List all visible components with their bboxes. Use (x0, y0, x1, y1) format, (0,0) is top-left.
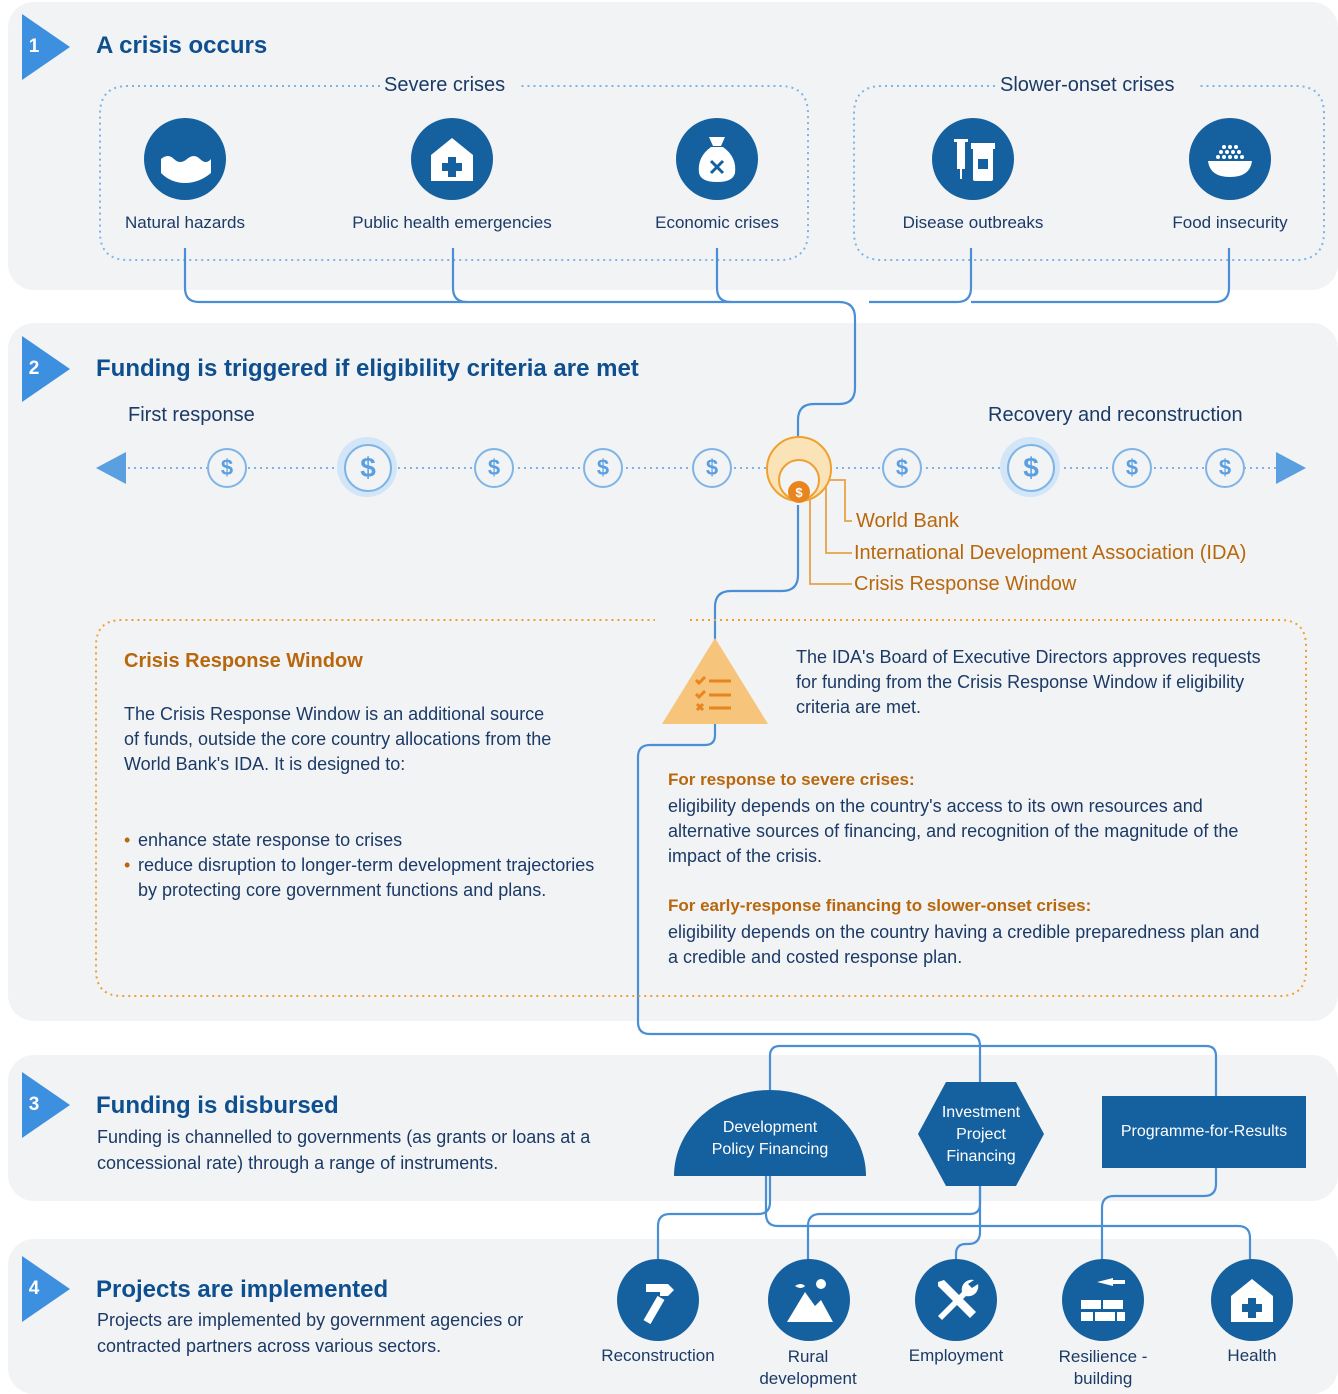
coin-icon: $ (474, 448, 514, 488)
mountain-icon (768, 1259, 850, 1341)
step3-number: 3 (28, 1094, 40, 1115)
coin-icon: $ (344, 444, 392, 492)
step1-title: A crisis occurs (96, 32, 268, 59)
step2-number: 2 (28, 358, 40, 379)
economic-crises-label: Economic crises (655, 213, 779, 232)
coin-icon: $ (1205, 448, 1245, 488)
timeline-left-arrow (96, 452, 126, 484)
water-waves-icon (144, 118, 226, 200)
svg-text:$: $ (795, 485, 803, 500)
step4-number: 4 (28, 1278, 40, 1299)
early-criteria-heading: For early-response financing to slower-o… (668, 896, 1092, 915)
crw-nested-coin-icon: $ (766, 436, 832, 503)
ipf-shape (918, 1082, 1044, 1186)
legend-ida: International Development Association (I… (854, 542, 1247, 564)
step2-panel (8, 323, 1338, 1021)
timeline-right-arrow (1276, 452, 1306, 484)
recovery-label: Recovery and reconstruction (988, 404, 1243, 426)
syringe-medicine-icon (932, 118, 1014, 200)
disease-outbreaks-label: Disease outbreaks (902, 213, 1044, 232)
health-label: Health (1227, 1346, 1277, 1365)
legend-crw: Crisis Response Window (854, 573, 1077, 595)
step2-flag (22, 336, 70, 402)
step1-panel (8, 2, 1338, 290)
employment-label: Employment (908, 1346, 1004, 1365)
coin-icon: $ (692, 448, 732, 488)
early-criteria-text: eligibility depends on the country havin… (668, 922, 1260, 967)
first-response-label: First response (128, 404, 255, 426)
step3-title: Funding is disbursed (96, 1092, 339, 1119)
hospital-icon (411, 118, 493, 200)
step4-title: Projects are implemented (96, 1276, 389, 1303)
food-insecurity-label: Food insecurity (1172, 213, 1288, 232)
crw-bullet-list: •enhance state response to crises •reduc… (124, 828, 608, 903)
slower-crises-label: Slower-onset crises (1000, 74, 1175, 96)
coin-icon: $ (882, 448, 922, 488)
tools-icon (915, 1259, 997, 1341)
severe-crises-label: Severe crises (384, 74, 506, 96)
step4-flag (22, 1256, 70, 1322)
crw-body: The Crisis Response Window is an additio… (124, 704, 552, 774)
step1-flag (22, 14, 70, 80)
legend-world-bank: World Bank (856, 510, 960, 532)
rural-development-label: Rural development (759, 1347, 857, 1388)
step4-body: Projects are implemented by government a… (97, 1310, 524, 1356)
health-house-icon (1211, 1259, 1293, 1341)
public-health-label: Public health emergencies (352, 213, 552, 232)
severe-criteria-heading: For response to severe crises: (668, 770, 915, 789)
step1-number: 1 (28, 36, 40, 57)
crw-dotted-box (95, 619, 1307, 997)
dpf-shape (674, 1090, 866, 1176)
resilience-building-label: Resilience -building (1058, 1347, 1148, 1388)
reconstruction-label: Reconstruction (601, 1346, 715, 1365)
step2-title: Funding is triggered if eligibility crit… (96, 355, 639, 382)
severe-criteria-text: eligibility depends on the country's acc… (668, 796, 1239, 866)
board-approval-text: The IDA's Board of Executive Directors a… (796, 647, 1261, 717)
coin-icon: $ (1007, 444, 1055, 492)
crw-box-title: Crisis Response Window (124, 650, 363, 672)
dpf-label: Development Policy Financing (711, 1119, 829, 1158)
pforr-box: Programme-for-Results (1102, 1096, 1306, 1168)
money-bag-icon (676, 118, 758, 200)
coin-icon: $ (207, 448, 247, 488)
hammer-icon (617, 1259, 699, 1341)
step3-flag (22, 1072, 70, 1138)
crw-bullet-item: •enhance state response to crises (124, 830, 403, 850)
coin-icon: $ (583, 448, 623, 488)
brick-wall-icon (1062, 1259, 1144, 1341)
checklist-icon (662, 638, 768, 724)
ipf-label: Investment Project Financing (941, 1104, 1021, 1165)
food-bowl-icon (1189, 118, 1271, 200)
slower-crises-bracket (853, 85, 1325, 261)
step3-body: Funding is channelled to governments (as… (97, 1127, 591, 1173)
natural-hazards-label: Natural hazards (124, 213, 245, 232)
coin-icon: $ (1112, 448, 1152, 488)
crw-bullet-item: •reduce disruption to longer-term develo… (124, 855, 595, 900)
